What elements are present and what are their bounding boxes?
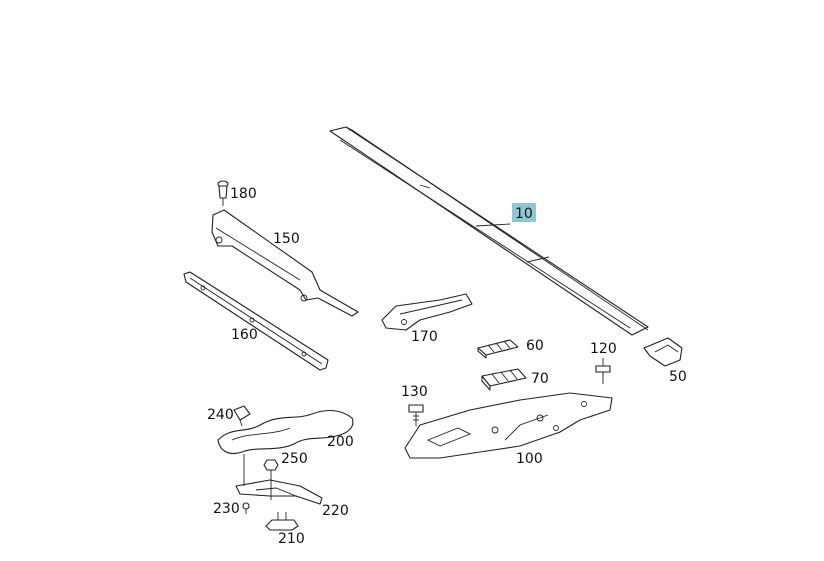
- part-180-clip[interactable]: [217, 180, 229, 206]
- part-170-bracket[interactable]: [381, 293, 473, 331]
- callout-250[interactable]: 250: [281, 451, 308, 467]
- part-50-bracket[interactable]: [643, 337, 683, 367]
- part-250-nut[interactable]: [263, 459, 279, 500]
- part-10-rail[interactable]: [329, 126, 649, 336]
- part-150-bracket[interactable]: [211, 209, 359, 317]
- callout-160[interactable]: 160: [231, 327, 258, 343]
- callout-120[interactable]: 120: [590, 341, 617, 357]
- part-160-strip[interactable]: [183, 271, 329, 371]
- callout-240[interactable]: 240: [207, 407, 234, 423]
- part-230-screw[interactable]: [242, 502, 250, 514]
- callout-230[interactable]: 230: [213, 501, 240, 517]
- part-10-highlight: [512, 203, 536, 222]
- callout-170[interactable]: 170: [411, 329, 438, 345]
- callout-180[interactable]: 180: [230, 186, 257, 202]
- part-130-bolt[interactable]: [408, 404, 424, 426]
- part-60-pad[interactable]: [477, 339, 519, 359]
- callout-50[interactable]: 50: [669, 369, 687, 385]
- callout-210[interactable]: 210: [278, 531, 305, 547]
- callout-60[interactable]: 60: [526, 338, 544, 354]
- callout-10[interactable]: 10: [515, 206, 533, 222]
- part-200-mat[interactable]: [217, 409, 354, 455]
- callout-70[interactable]: 70: [531, 371, 549, 387]
- callout-130[interactable]: 130: [401, 384, 428, 400]
- part-240-clip[interactable]: [233, 405, 251, 427]
- callout-220[interactable]: 220: [322, 503, 349, 519]
- part-220-bracket[interactable]: [235, 479, 323, 505]
- part-210-clamp[interactable]: [265, 512, 299, 531]
- part-120-bolt[interactable]: [595, 358, 611, 384]
- callout-200[interactable]: 200: [327, 434, 354, 450]
- callout-150[interactable]: 150: [273, 231, 300, 247]
- part-70-pad[interactable]: [481, 368, 527, 391]
- part-100-plate[interactable]: [404, 392, 613, 459]
- callout-100[interactable]: 100: [516, 451, 543, 467]
